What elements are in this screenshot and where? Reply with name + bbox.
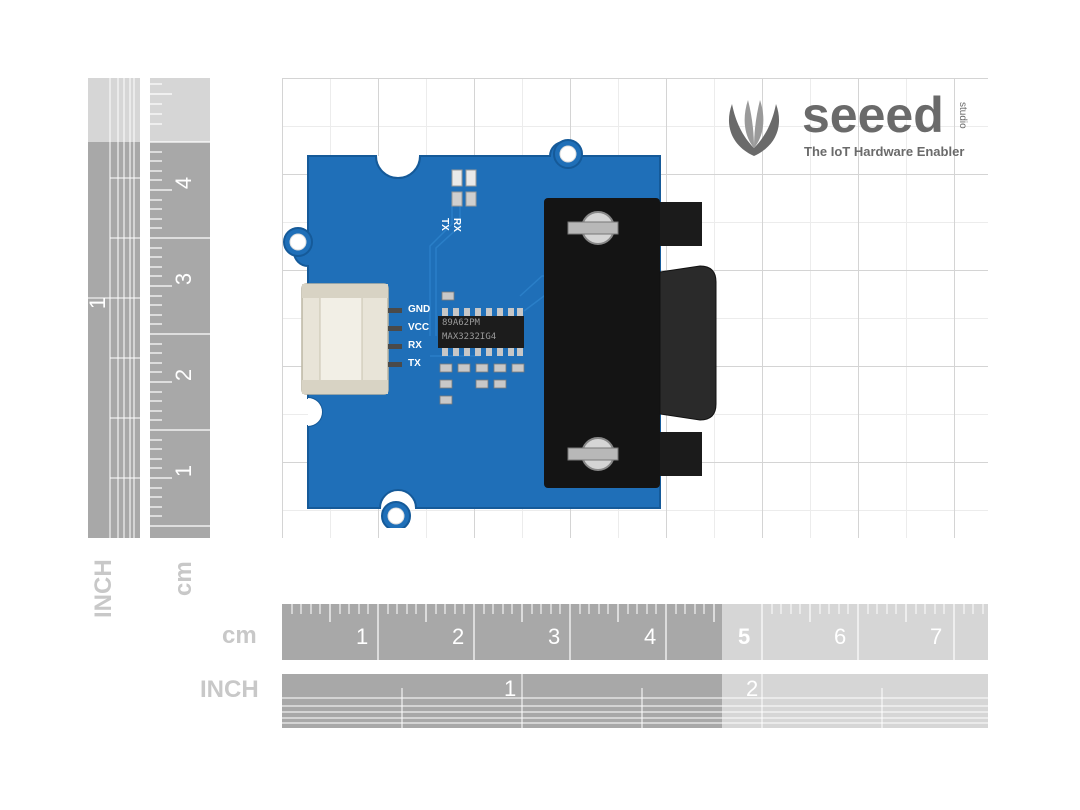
horizontal-inch-ruler [282, 674, 988, 728]
hruler-cm-tick-6: 6 [834, 624, 847, 649]
pin-label-tx: TX [408, 358, 421, 369]
seeed-leaf-icon [728, 100, 780, 156]
led-tx [465, 169, 477, 187]
hruler-inch-label: INCH [200, 676, 259, 703]
hruler-inch-tick-2: 2 [746, 676, 759, 701]
hruler-cm-tick-7: 7 [930, 624, 943, 649]
logo-tagline: The IoT Hardware Enabler [804, 144, 965, 159]
pin-label-vcc: VCC [408, 322, 430, 333]
logo-sub-text: studio [957, 102, 968, 129]
vertical-ruler [88, 78, 210, 538]
hruler-inch-tick-1: 1 [504, 676, 517, 701]
db9-top-flange [660, 202, 702, 246]
led-label-rx: RX [451, 218, 462, 232]
vruler-cm-tick-2: 2 [171, 368, 197, 382]
chip-marking-2: MAX3232IG4 [442, 332, 497, 342]
hruler-cm-label: cm [222, 622, 257, 649]
chip-marking-1: 89A62PM [442, 318, 480, 328]
db9-shell [659, 265, 717, 421]
grove-pins [388, 308, 402, 367]
horizontal-cm-ruler [282, 604, 988, 660]
vruler-inch-tick-1: 1 [85, 296, 111, 310]
hruler-cm-tick-2: 2 [452, 624, 465, 649]
vruler-cm-tick-3: 3 [171, 272, 197, 286]
hruler-cm-tick-1: 1 [356, 624, 369, 649]
vruler-inch-label: INCH [90, 559, 117, 618]
hruler-cm-tick-5: 5 [738, 624, 751, 649]
led-label-tx: TX [439, 218, 450, 231]
pin-label-rx: RX [408, 340, 422, 351]
vruler-cm-label: cm [170, 561, 197, 596]
pin-label-gnd: GND [408, 304, 431, 315]
smd-components [439, 291, 525, 405]
db9-bottom-flange [660, 432, 702, 476]
vruler-cm-tick-1: 1 [171, 464, 197, 478]
hruler-cm-tick-4: 4 [644, 624, 657, 649]
led-rx [451, 169, 463, 187]
hruler-cm-tick-3: 3 [548, 624, 561, 649]
vruler-cm-tick-4: 4 [171, 176, 197, 190]
db9-connector [544, 198, 660, 488]
logo-brand-text: seeed [802, 87, 944, 143]
grove-rs232-board [283, 139, 717, 528]
seeed-logo: seeed studio The IoT Hardware Enabler [714, 90, 994, 166]
max3232-chip [438, 316, 524, 348]
